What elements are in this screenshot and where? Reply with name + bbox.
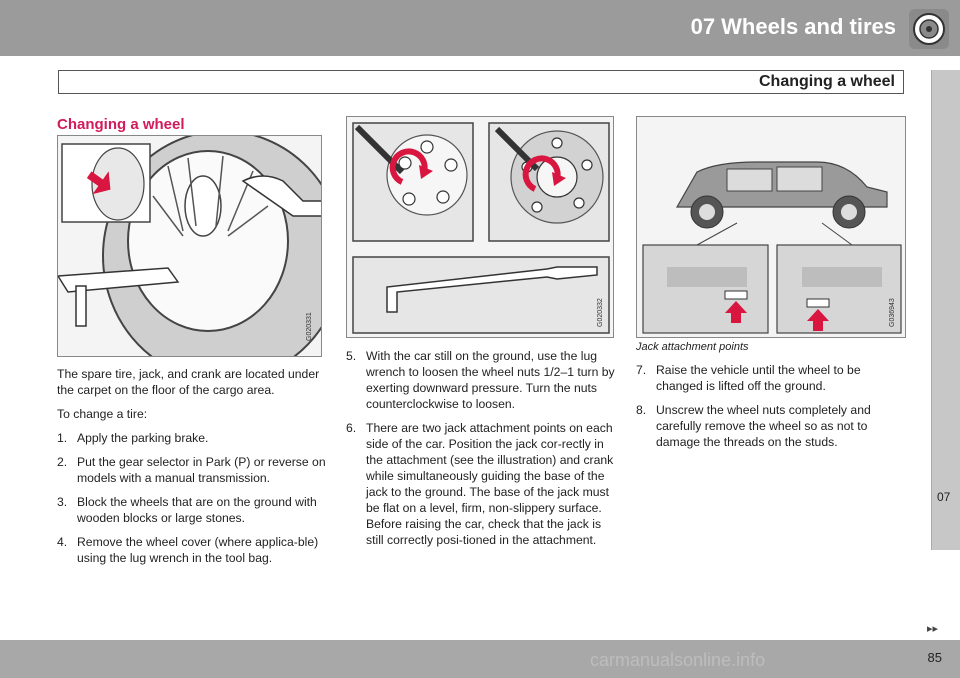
step-text: Block the wheels that are on the ground …: [77, 495, 317, 525]
page-heading: Changing a wheel: [57, 116, 185, 133]
figure-code: G020332: [597, 298, 604, 327]
column-3: 7. Raise the vehicle until the wheel to …: [636, 362, 906, 458]
step-item: 2. Put the gear selector in Park (P) or …: [57, 454, 327, 486]
step-item: 6. There are two jack attachment points …: [346, 420, 616, 548]
step-text: With the car still on the ground, use th…: [366, 349, 615, 411]
chapter-title: 07 Wheels and tires: [690, 14, 896, 39]
chapter-tab[interactable]: [931, 70, 960, 550]
figure-jack-points: G036943: [636, 116, 906, 338]
figure-lug-nuts: G020332: [346, 116, 614, 338]
step-item: 3. Block the wheels that are on the grou…: [57, 494, 327, 526]
step-number: 5.: [346, 349, 357, 363]
tire-icon: [909, 9, 949, 49]
section-title: Changing a wheel: [758, 73, 895, 90]
step-text: There are two jack attachment points on …: [366, 421, 614, 547]
chapter-tab-label: 07: [937, 490, 951, 504]
to-change-text: To change a tire:: [57, 407, 148, 421]
next-page-arrows: ▸▸: [926, 623, 938, 635]
figure-code: G020331: [306, 312, 313, 341]
intro-text: The spare tire, jack, and crank are loca…: [57, 367, 320, 397]
footer-band: [0, 640, 960, 678]
section-header: Changing a wheel: [58, 70, 904, 94]
step-number: 1.: [57, 431, 68, 445]
step-text: Apply the parking brake.: [77, 431, 209, 445]
step-number: 7.: [636, 363, 647, 377]
page-number: 85: [927, 650, 942, 665]
step-item: 4. Remove the wheel cover (where applica…: [57, 534, 327, 566]
watermark: carmanualsonline.info: [590, 650, 766, 670]
step-text: Put the gear selector in Park (P) or rev…: [77, 455, 326, 485]
step-number: 4.: [57, 535, 68, 549]
step-text: Raise the vehicle until the wheel to be …: [656, 363, 861, 393]
step-number: 2.: [57, 455, 68, 469]
step-item: 7. Raise the vehicle until the wheel to …: [636, 362, 906, 394]
column-1: The spare tire, jack, and crank are loca…: [57, 366, 327, 574]
step-number: 3.: [57, 495, 68, 509]
step-text: Remove the wheel cover (where applica-bl…: [77, 535, 319, 565]
figure-caption: Jack attachment points: [636, 341, 749, 353]
step-number: 6.: [346, 421, 357, 435]
step-text: Unscrew the wheel nuts completely and ca…: [656, 403, 871, 449]
step-number: 8.: [636, 403, 647, 417]
step-item: 1. Apply the parking brake.: [57, 430, 327, 446]
figure-wheel-cover: G020331: [57, 135, 322, 357]
figure-code: G036943: [889, 298, 896, 327]
column-2: 5. With the car still on the ground, use…: [346, 348, 616, 556]
header-band: [0, 0, 960, 56]
step-item: 5. With the car still on the ground, use…: [346, 348, 616, 412]
step-item: 8. Unscrew the wheel nuts completely and…: [636, 402, 906, 450]
